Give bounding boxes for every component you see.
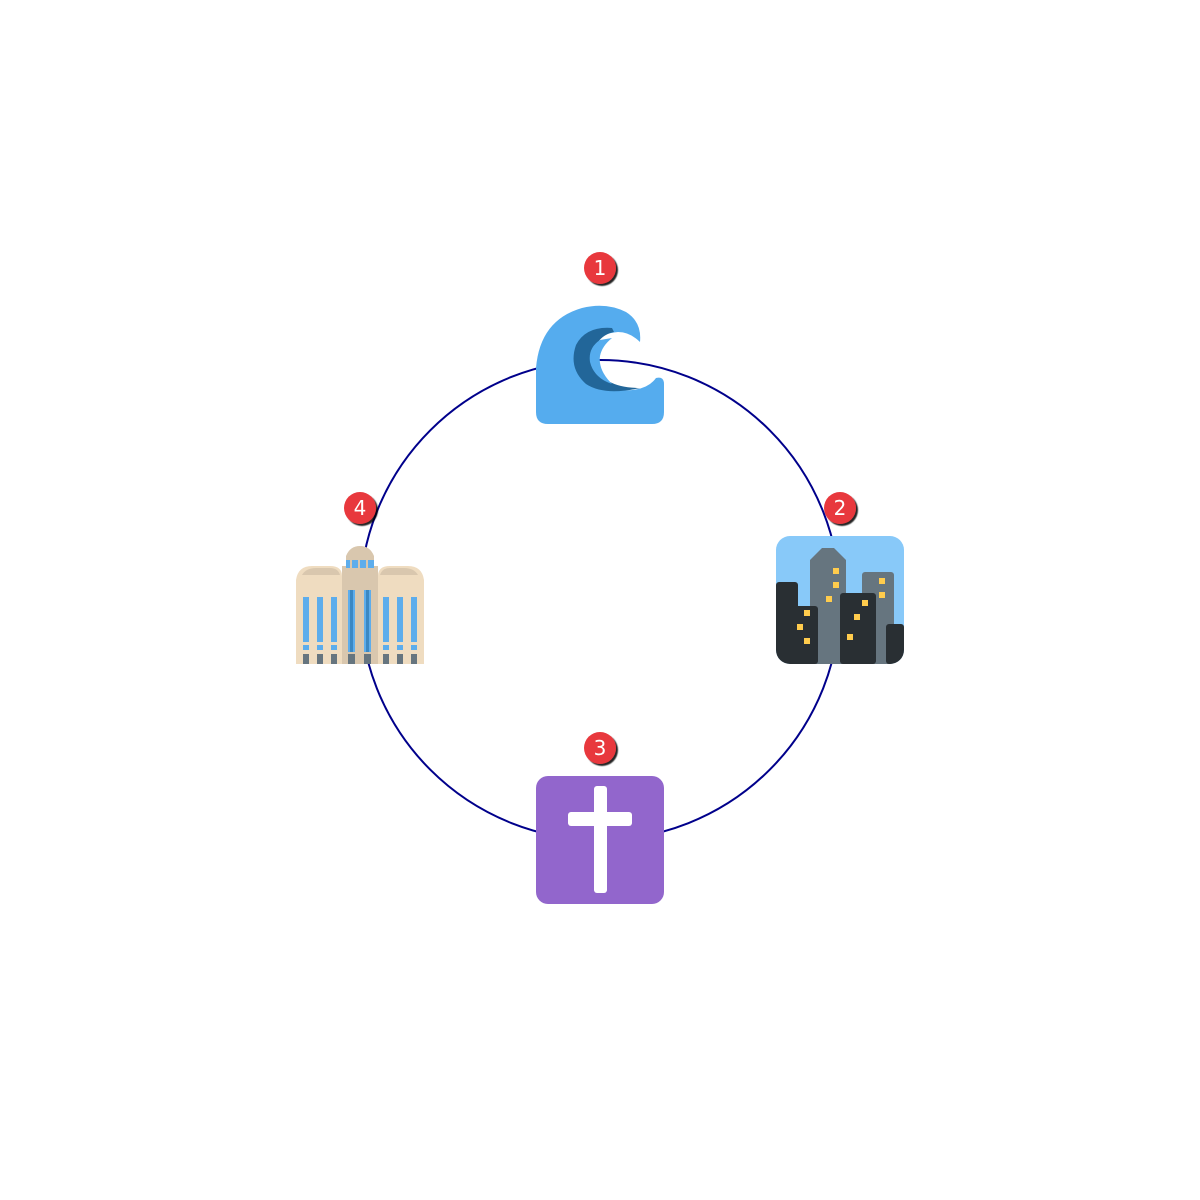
step-number-3: 3 — [594, 736, 607, 760]
node-3: 3 — [536, 732, 664, 904]
step-badge-2 — [824, 492, 856, 524]
step-number-2: 2 — [834, 496, 847, 520]
step-number-4: 4 — [354, 496, 367, 520]
step-badge-4 — [344, 492, 376, 524]
cycle-ring — [359, 359, 841, 841]
office-building-icon — [296, 546, 424, 664]
step-number-1: 1 — [594, 256, 607, 280]
step-badge-1 — [584, 252, 616, 284]
latin-cross-icon — [536, 776, 664, 904]
node-4: 4 — [296, 492, 424, 664]
night-city-icon — [776, 536, 904, 664]
water-wave-icon — [536, 305, 664, 424]
step-badge-3 — [584, 732, 616, 764]
node-2: 2 — [776, 492, 904, 664]
node-1: 1 — [536, 252, 664, 424]
